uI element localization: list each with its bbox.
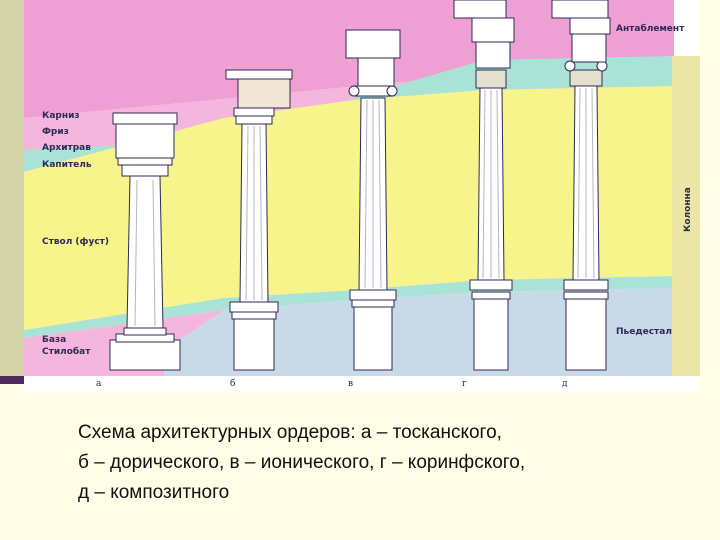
label-stylobate: Стилобат: [42, 346, 91, 357]
caption-line-1: Схема архитектурных ордеров: а – тосканс…: [78, 422, 502, 443]
pedestal-zone: [164, 288, 674, 376]
letter-a: а: [96, 379, 102, 389]
caption-line-3: д – композитного: [78, 482, 230, 503]
label-architrave: Архитрав: [42, 143, 91, 153]
label-pedestal: Пьедестал: [616, 327, 672, 337]
label-base: База: [42, 335, 66, 345]
column-bracket-svg: Колонна: [683, 187, 693, 232]
letter-g: г: [462, 379, 467, 389]
column-composite: [551, 0, 611, 371]
base-zone: [24, 276, 674, 338]
column-zone: [24, 86, 674, 330]
caption-line-2: б – дорического, в – ионического, г – ко…: [78, 452, 526, 473]
column-doric: [225, 69, 293, 371]
column-tuscan: [109, 112, 181, 371]
orders-diagram: Карниз Фриз Архитрав Капитель Ствол (фус…: [24, 0, 700, 392]
label-shaft: Ствол (фуст): [42, 237, 109, 247]
capital-zone: [24, 56, 674, 172]
column-ionic: [345, 29, 401, 371]
label-cornice: Карниз: [42, 111, 80, 121]
letter-d: д: [562, 379, 568, 389]
caption: Схема архитектурных ордеров: а – тосканс…: [78, 418, 698, 508]
letter-b: б: [230, 378, 235, 389]
orders-diagram-svg: Карниз Фриз Архитрав Капитель Ствол (фус…: [24, 0, 700, 392]
label-frieze: Фриз: [42, 127, 69, 137]
left-edge-accent: [0, 376, 24, 384]
label-column: Колонна: [683, 187, 693, 232]
label-capital: Капитель: [42, 160, 92, 170]
column-bracket-bar: Колонна: [672, 56, 700, 376]
left-edge-strip: [0, 0, 24, 384]
label-entablature: Антаблемент: [616, 23, 685, 34]
letters-strip: [24, 376, 700, 392]
letter-v: в: [348, 379, 353, 389]
column-corinthian: [453, 0, 515, 371]
